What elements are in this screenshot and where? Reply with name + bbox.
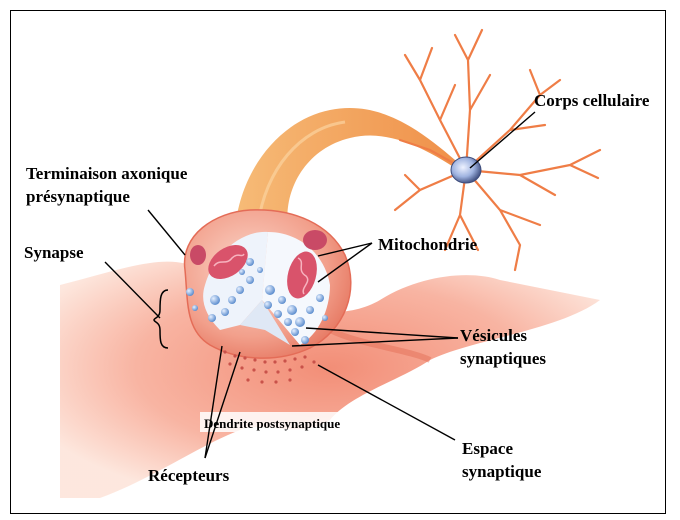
- label-axon-terminal-line2: présynaptique: [26, 186, 130, 207]
- label-cell-body: Corps cellulaire: [534, 90, 649, 111]
- label-synaptic-cleft-line2: synaptique: [462, 461, 541, 482]
- label-synaptic-cleft-line1: Espace: [462, 438, 513, 459]
- label-axon-terminal-line1: Terminaison axonique: [26, 163, 187, 184]
- label-vesicles-line1: Vésicules: [460, 325, 527, 346]
- label-mitochondria: Mitochondrie: [378, 234, 477, 255]
- label-receptors: Récepteurs: [148, 465, 229, 486]
- label-postsynaptic-dendrite: Dendrite postsynaptique: [204, 413, 340, 434]
- label-synapse: Synapse: [24, 242, 84, 263]
- cell-body-soma: [451, 157, 481, 183]
- label-vesicles-line2: synaptiques: [460, 348, 546, 369]
